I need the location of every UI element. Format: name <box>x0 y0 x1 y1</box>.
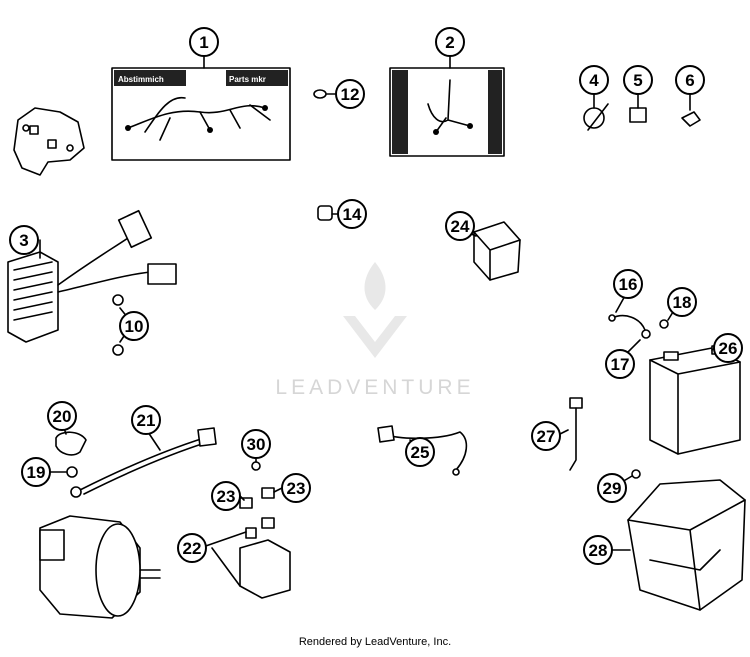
callout-number-5: 5 <box>633 71 642 90</box>
callout-number-10: 10 <box>125 317 144 336</box>
callout-number-26: 26 <box>719 339 738 358</box>
callout-circle-19 <box>21 457 51 487</box>
callout-number-16: 16 <box>619 275 638 294</box>
fuse-holder <box>569 397 583 471</box>
watermark-logo: LEADVENTURE <box>275 262 474 399</box>
callout-number-6: 6 <box>685 71 694 90</box>
callout-circle-16 <box>613 269 643 299</box>
callout-circle-1 <box>189 27 219 57</box>
callout-circle-21 <box>131 405 161 435</box>
small-screws <box>112 89 333 356</box>
ground-cable <box>377 425 468 476</box>
terminal-cap <box>55 431 87 456</box>
callout-circle-14 <box>337 199 367 229</box>
starter-motor <box>39 515 161 619</box>
footer-credit: Rendered by LeadVenture, Inc. <box>298 636 452 648</box>
callout-number-20: 20 <box>53 407 72 426</box>
callout-circle-29 <box>597 473 627 503</box>
callout-circle-23 <box>211 481 241 511</box>
callout-number-24: 24 <box>451 217 470 236</box>
mounting-bracket <box>13 107 85 176</box>
battery <box>649 345 741 455</box>
sub-harness-panel <box>389 67 505 157</box>
callout-number-25: 25 <box>411 443 430 462</box>
callout-number-14: 14 <box>343 205 362 224</box>
panel-1-right-label: Parts mkr <box>229 75 266 84</box>
callout-number-29: 29 <box>603 479 622 498</box>
callout-circle-26 <box>713 333 743 363</box>
wiring-harness-panel: Abstimmich Parts mkr <box>111 67 291 161</box>
callout-number-22: 22 <box>183 539 202 558</box>
starter-cable <box>70 427 217 498</box>
battery-cable <box>608 314 669 339</box>
callout-circle-5 <box>623 65 653 95</box>
callout-number-27: 27 <box>537 427 556 446</box>
callout-number-18: 18 <box>673 293 692 312</box>
callout-number-21: 21 <box>137 411 156 430</box>
callout-circle-17 <box>605 349 635 379</box>
callout-circle-22 <box>177 533 207 563</box>
callout-circle-6 <box>675 65 705 95</box>
callout-number-1: 1 <box>199 33 208 52</box>
clip-parts <box>583 103 701 131</box>
callout-circle-18 <box>667 287 697 317</box>
callout-circle-3 <box>9 225 39 255</box>
callout-circle-28 <box>583 535 613 565</box>
callout-circle-27 <box>531 421 561 451</box>
callout-circle-30 <box>241 429 271 459</box>
nut-19 <box>66 466 78 478</box>
callout-circle-4 <box>579 65 609 95</box>
callout-circle-2 <box>435 27 465 57</box>
callout-circle-20 <box>47 401 77 431</box>
callout-circle-12 <box>335 79 365 109</box>
callout-number-12: 12 <box>341 85 360 104</box>
callout-number-17: 17 <box>611 355 630 374</box>
callout-circle-23 <box>281 473 311 503</box>
voltage-regulator <box>7 209 177 343</box>
callout-number-4: 4 <box>589 71 599 90</box>
callout-circle-24 <box>445 211 475 241</box>
relay-cover <box>473 221 521 281</box>
panel-1-left-label: Abstimmich <box>118 75 164 84</box>
watermark-text: LEADVENTURE <box>275 376 474 399</box>
callout-number-30: 30 <box>247 435 266 454</box>
callout-number-23: 23 <box>217 487 236 506</box>
callout-circle-10 <box>119 311 149 341</box>
callout-number-2: 2 <box>445 33 454 52</box>
tray-screw <box>631 469 641 479</box>
callout-circle-25 <box>405 437 435 467</box>
callout-number-3: 3 <box>19 231 28 250</box>
callout-number-19: 19 <box>27 463 46 482</box>
callout-number-23: 23 <box>287 479 306 498</box>
callout-number-28: 28 <box>589 541 608 560</box>
battery-tray <box>627 479 746 611</box>
